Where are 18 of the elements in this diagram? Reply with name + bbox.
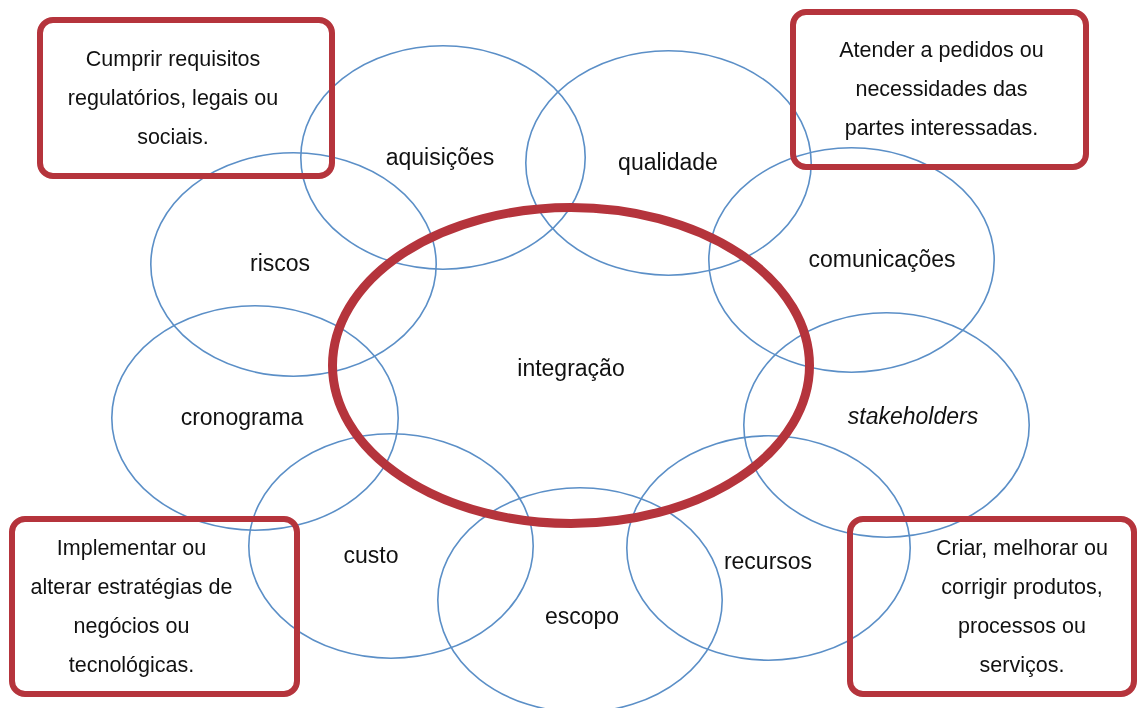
note-text: Atender a pedidos ou necessidades das partes interessadas.: [838, 37, 1045, 142]
topic-label: integração: [517, 354, 625, 382]
topic-label: comunicações: [808, 245, 956, 273]
note-box: [790, 9, 1089, 170]
topic-label: recursos: [723, 547, 813, 575]
topic-label: stakeholders: [847, 402, 979, 430]
note-box: [37, 17, 335, 179]
topic-label: escopo: [544, 602, 620, 630]
note-text: Criar, melhorar ou corrigir produtos, processos ou serviços.: [934, 534, 1110, 679]
note-box: [9, 516, 300, 697]
note-text: Implementar ou alterar estratégias de negócios ou tecnológicas.: [29, 534, 234, 679]
note-box: [847, 516, 1137, 697]
topic-label: custo: [343, 541, 399, 569]
note-text: Cumprir requisitos regulatórios, legais ou sociais.: [66, 45, 280, 151]
topic-label: riscos: [249, 249, 311, 277]
topic-label: cronograma: [180, 403, 304, 431]
topic-label: qualidade: [618, 148, 718, 176]
topic-label: aquisições: [385, 143, 495, 171]
